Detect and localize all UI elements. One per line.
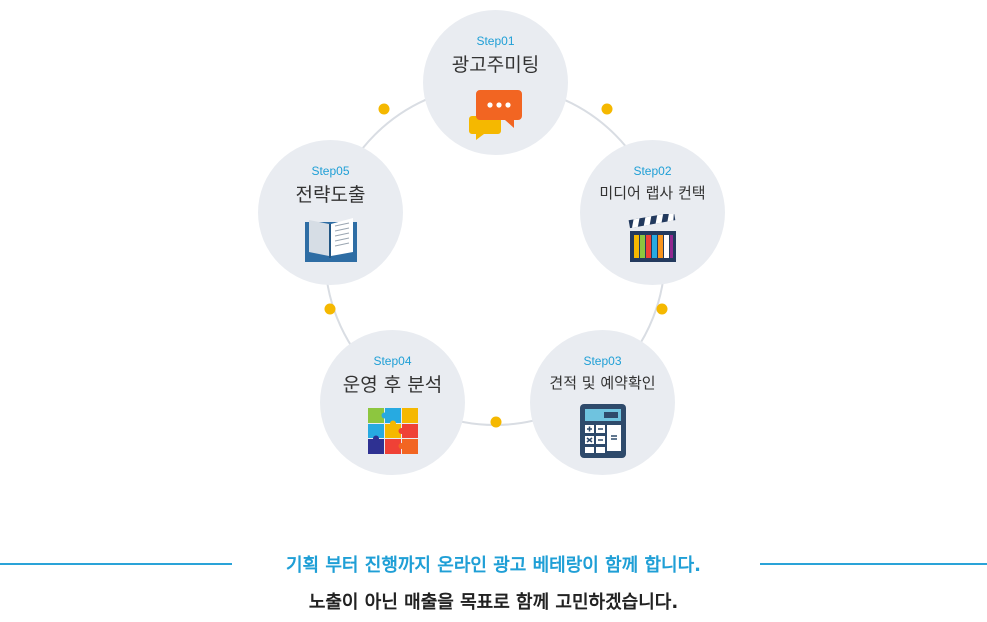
connector-dot: [490, 416, 502, 428]
connector-dot: [378, 103, 390, 115]
step-5-circle: Step05 전략도출: [258, 140, 403, 285]
step-title: 미디어 랩사 컨택: [599, 184, 706, 202]
step-title: 견적 및 예약확인: [549, 374, 656, 392]
subline: 노출이 아닌 매출을 목표로 함께 고민하겠습니다.: [308, 592, 679, 613]
chat-bubbles-icon: [468, 90, 522, 140]
calculator-icon: [579, 404, 626, 458]
connector-dot: [601, 103, 613, 115]
step-number: Step05: [311, 164, 350, 178]
step-title: 운영 후 분석: [342, 374, 443, 396]
connector-dot: [656, 303, 668, 315]
step-number: Step04: [373, 354, 412, 368]
clapperboard-icon: [628, 214, 676, 262]
open-book-icon: [304, 218, 357, 262]
step-title: 광고주미팅: [451, 54, 540, 76]
step-2-circle: Step02 미디어 랩사 컨택: [580, 140, 725, 285]
step-number: Step02: [633, 164, 672, 178]
step-title: 전략도출: [295, 184, 366, 206]
divider-line-right: [760, 563, 987, 565]
step-number: Step03: [583, 354, 622, 368]
puzzle-icon: [367, 408, 418, 454]
divider-line-left: [0, 563, 232, 565]
connector-dot: [324, 303, 336, 315]
step-number: Step01: [476, 34, 515, 48]
step-1-circle: Step01 광고주미팅: [423, 10, 568, 155]
step-3-circle: Step03 견적 및 예약확인: [530, 330, 675, 475]
step-4-circle: Step04 운영 후 분석: [320, 330, 465, 475]
tagline: 기획 부터 진행까지 온라인 광고 베테랑이 함께 합니다.: [285, 555, 702, 576]
